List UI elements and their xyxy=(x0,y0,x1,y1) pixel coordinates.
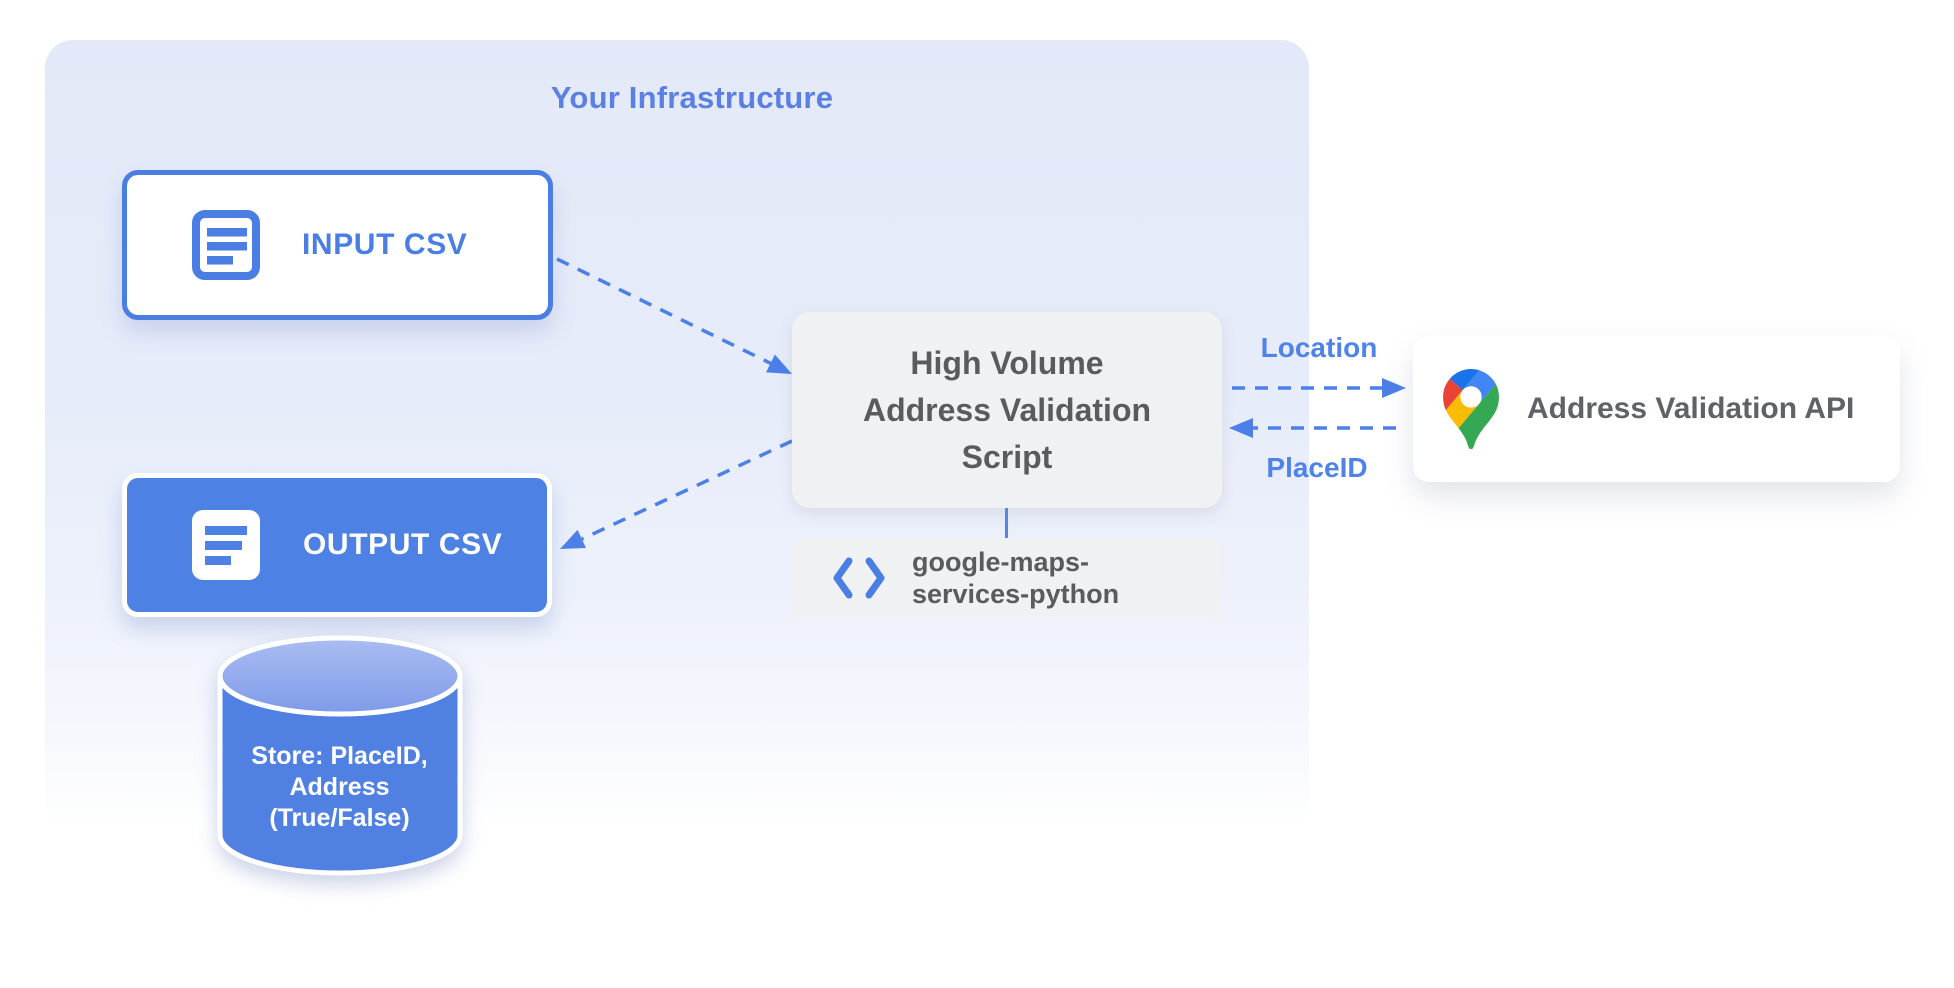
script-label: High Volume Address Validation Script xyxy=(862,344,1152,475)
node-input-csv: INPUT CSV xyxy=(122,170,553,320)
panel-title: Your Infrastructure xyxy=(550,80,834,115)
document-icon xyxy=(192,510,260,580)
node-label: OUTPUT CSV xyxy=(303,528,503,561)
node-datastore: Store: PlaceID, Address (True/False) xyxy=(251,742,428,832)
edge-label-placeid: PlaceID xyxy=(1266,452,1368,483)
code-icon xyxy=(833,557,885,599)
script-library-connector xyxy=(1005,508,1008,538)
api-label: Address Validation API xyxy=(1527,392,1855,425)
node-output-csv: OUTPUT CSV xyxy=(122,473,552,617)
arrowhead-icon xyxy=(1382,378,1406,398)
edge-label-location: Location xyxy=(1260,332,1378,363)
google-maps-pin-icon xyxy=(1443,369,1499,449)
node-script: High Volume Address Validation Script xyxy=(792,312,1222,508)
library-label: google-maps- services-python xyxy=(912,547,1120,609)
document-icon xyxy=(192,210,260,280)
node-label: INPUT CSV xyxy=(302,228,468,261)
node-library: google-maps- services-python xyxy=(792,538,1222,618)
node-api: Address Validation API xyxy=(1413,336,1900,482)
database-cylinder-icon xyxy=(217,635,463,876)
